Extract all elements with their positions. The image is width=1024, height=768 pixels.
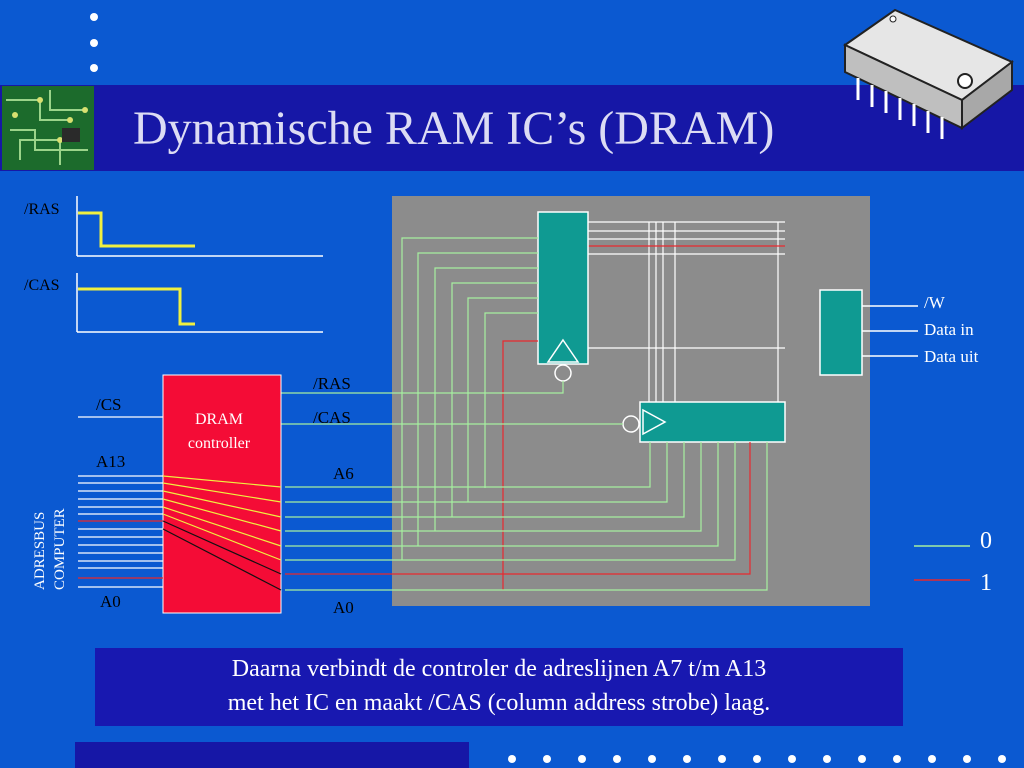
out-ras-label: /RAS <box>313 374 351 393</box>
ras-waveform <box>78 211 195 248</box>
title-bar <box>0 85 1024 171</box>
data-out-label: Data uit <box>924 347 979 366</box>
circuit-board-icon <box>2 86 94 170</box>
controller-label-2: controller <box>188 435 251 452</box>
data-in-label: Data in <box>924 320 974 339</box>
bottom-bar <box>75 742 469 768</box>
cas-waveform <box>78 287 195 326</box>
controller-label-1: DRAM <box>195 411 243 428</box>
caption-line-1: Daarna verbindt de controler de adreslij… <box>231 656 767 682</box>
out-a6-label: A6 <box>333 464 354 483</box>
bus-label-2: COMPUTER <box>52 508 68 590</box>
timing-diagram: /RAS /CAS <box>24 196 323 333</box>
legend: 0 1 <box>914 528 992 596</box>
ic-chip-icon <box>843 8 1014 139</box>
slide-title: Dynamische RAM IC’s (DRAM) <box>133 102 775 155</box>
w-label: /W <box>924 293 946 312</box>
cs-label: /CS <box>96 395 122 414</box>
dram-controller <box>162 374 282 614</box>
timing-ras-label: /RAS <box>24 201 60 218</box>
out-a0-label: A0 <box>333 598 354 617</box>
bus-label-1: ADRESBUS <box>32 512 48 590</box>
io-block <box>819 289 863 376</box>
a13-label: A13 <box>96 452 125 471</box>
column-decoder <box>639 401 786 443</box>
a0-in-label: A0 <box>100 592 121 611</box>
caption-line-2: met het IC en maakt /CAS (column address… <box>227 690 771 716</box>
caption-box: Daarna verbindt de controler de adreslij… <box>95 648 903 726</box>
legend-zero-label: 0 <box>980 528 992 554</box>
timing-cas-label: /CAS <box>24 277 60 294</box>
memory-array <box>392 196 870 606</box>
out-cas-label: /CAS <box>313 408 351 427</box>
row-decoder <box>537 211 589 365</box>
legend-one-label: 1 <box>980 570 992 596</box>
